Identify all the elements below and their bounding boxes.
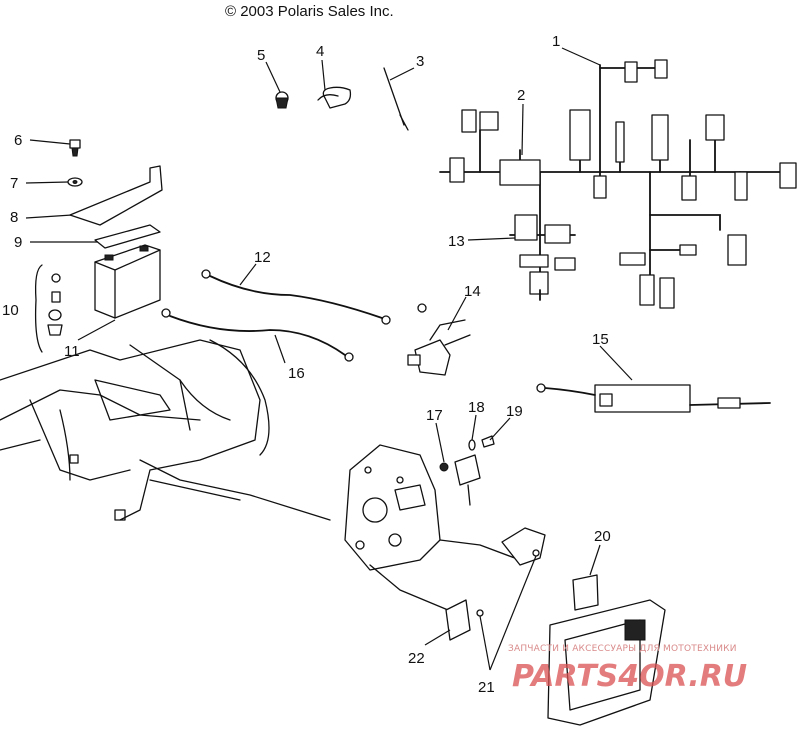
- callout-16: 16: [288, 365, 305, 382]
- copyright-text: © 2003 Polaris Sales Inc.: [225, 3, 394, 20]
- tie-strap: [383, 67, 409, 131]
- leader-lines: [25, 47, 633, 671]
- callout-11: 11: [64, 343, 80, 360]
- callout-22: 22: [408, 650, 425, 667]
- fuse: [468, 439, 476, 451]
- negative-battery-cable: [161, 308, 354, 362]
- battery-hardware-kit: [34, 264, 63, 353]
- callout-3: 3: [416, 53, 424, 70]
- callout-20: 20: [594, 528, 611, 545]
- watermark: ЗАПЧАСТИ И АКСЕССУАРЫ ДЛЯ МОТОТЕХНИКИ PA…: [508, 644, 747, 694]
- starter-solenoid: [407, 303, 471, 376]
- battery: [94, 244, 161, 319]
- callout-19: 19: [506, 403, 523, 420]
- callout-9: 9: [14, 234, 22, 251]
- callout-7: 7: [10, 175, 18, 192]
- callout-13: 13: [448, 233, 465, 250]
- watermark-tagline: ЗАПЧАСТИ И АКСЕССУАРЫ ДЛЯ МОТОТЕХНИКИ: [508, 644, 737, 654]
- fuse-holder: [454, 454, 481, 506]
- ignition-module: [536, 383, 771, 413]
- callout-6: 6: [14, 132, 22, 149]
- callout-8: 8: [10, 209, 18, 226]
- callout-10: 10: [2, 302, 19, 319]
- callout-1: 1: [552, 33, 560, 50]
- callout-14: 14: [464, 283, 481, 300]
- battery-screw: [69, 139, 81, 157]
- cdi-module: [572, 574, 599, 611]
- callout-4: 4: [316, 43, 324, 60]
- callout-12: 12: [254, 249, 271, 266]
- callout-labels: 1 2 3 4 5 6 7 8 9 10 11 12 13 14 15 16 1…: [2, 33, 611, 696]
- watermark-brand: PARTS4OR.RU: [512, 659, 747, 694]
- callout-17: 17: [426, 407, 443, 424]
- callout-5: 5: [257, 47, 265, 64]
- battery-pad: [94, 224, 161, 249]
- mounting-plate: [344, 444, 521, 616]
- regulator-rectifier: [501, 527, 546, 566]
- fuse-nut: [439, 462, 449, 472]
- sub-harness: [514, 214, 576, 301]
- wiring-harness: [439, 59, 797, 309]
- battery-washer: [67, 177, 83, 187]
- electrical-tray: [547, 599, 666, 726]
- push-rivet: [275, 91, 289, 109]
- battery-hold-down-bracket: [69, 165, 163, 226]
- callout-2: 2: [517, 87, 525, 104]
- callout-18: 18: [468, 399, 485, 416]
- callout-15: 15: [592, 331, 609, 348]
- retainer-clip: [317, 86, 352, 109]
- positive-battery-cable: [201, 269, 391, 325]
- frame-body: [0, 339, 331, 521]
- callout-21: 21: [478, 679, 495, 696]
- voltage-regulator: [445, 599, 471, 641]
